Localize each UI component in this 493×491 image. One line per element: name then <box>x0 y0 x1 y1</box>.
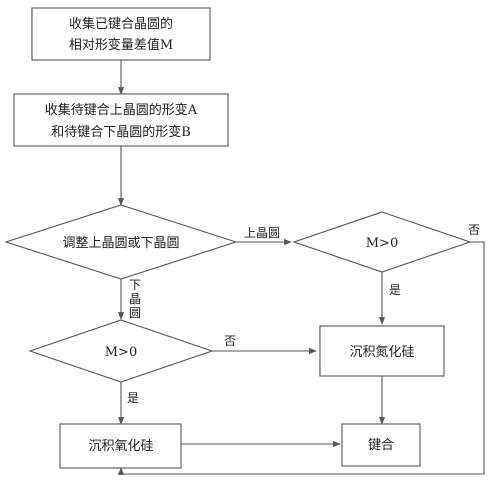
edge-label-yes-bottom: 是 <box>127 391 139 405</box>
arrow-decision-top-no <box>117 241 485 475</box>
decision-top-diamond <box>292 211 472 273</box>
edge-label-no-bottom: 否 <box>224 334 236 348</box>
edge-label-no-top: 否 <box>468 223 480 237</box>
adjust-label: 调整上晶圆或下晶圆 <box>62 236 179 251</box>
bond-box <box>341 423 421 467</box>
decision-bottom-diamond <box>28 319 214 383</box>
collect-m-line2: 相对形变量差值M <box>69 37 173 53</box>
edge-label-upper-wafer: 上晶圆 <box>244 226 280 240</box>
bond-label: 键合 <box>368 438 394 453</box>
collect-ab-line1: 收集待键合上晶圆的形变A <box>45 102 198 118</box>
collect-m-line1: 收集已键合晶圆的 <box>69 16 173 32</box>
deposit-top-label: 沉积氮化硅 <box>349 345 414 360</box>
edge-label-lower-wafer-3: 圆 <box>129 306 141 320</box>
deposit-bottom-label: 沉积氧化硅 <box>88 439 153 454</box>
edge-label-lower-wafer-2: 晶 <box>129 292 141 306</box>
deposit-top-box <box>319 325 445 377</box>
edge-label-lower-wafer-1: 下 <box>129 278 141 292</box>
edge-label-yes-top: 是 <box>389 283 401 297</box>
decision-bottom-label: M>0 <box>105 345 137 360</box>
deposit-bottom-box <box>59 423 182 469</box>
decision-top-label: M>0 <box>366 236 398 251</box>
adjust-decision-diamond <box>4 204 238 280</box>
collect-ab-box <box>13 93 229 147</box>
collect-ab-line2: 和待键合下晶圆的形变B <box>51 124 191 140</box>
collect-m-box <box>31 7 211 61</box>
